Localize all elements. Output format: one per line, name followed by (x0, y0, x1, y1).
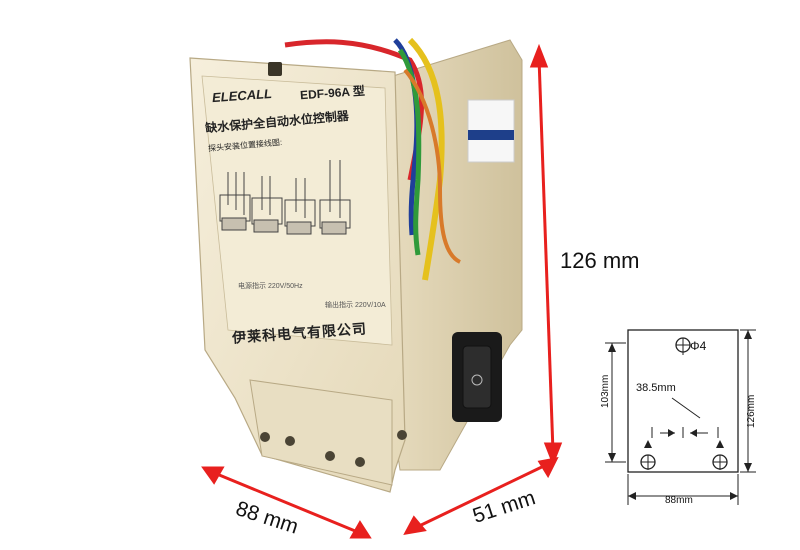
terminal-hole (260, 432, 270, 442)
power-icon (471, 374, 483, 386)
hole-diameter-label: Φ4 (690, 339, 707, 353)
rocker-switch-face (462, 345, 492, 409)
terminal-hole (397, 430, 407, 440)
wire-orange (403, 68, 462, 264)
mounting-drawing-arrowheads (608, 330, 752, 500)
outer-height-label: 126mm (746, 394, 757, 428)
mounting-slot (268, 62, 282, 76)
hole-spacing-label: 38.5mm (636, 382, 676, 394)
mounting-drawing (605, 329, 756, 505)
terminal-hole (285, 436, 295, 446)
front-label-area (201, 75, 393, 346)
height-dimension-label: 126 mm (560, 248, 640, 273)
height-arrow (529, 43, 563, 467)
drawing-width-label: 88mm (665, 495, 693, 506)
terminal-hole (325, 451, 335, 461)
wiring-diagram (219, 160, 351, 235)
width-arrow (201, 466, 372, 539)
inner-height-label: 103mm (600, 374, 611, 408)
terminal-hole (355, 457, 365, 467)
depth-arrow (403, 456, 559, 535)
output-indicator-label: 输出指示 220V/10A (325, 302, 386, 309)
power-indicator-label: 电源指示 220V/50Hz (238, 283, 303, 290)
side-sticker-band (468, 130, 514, 140)
